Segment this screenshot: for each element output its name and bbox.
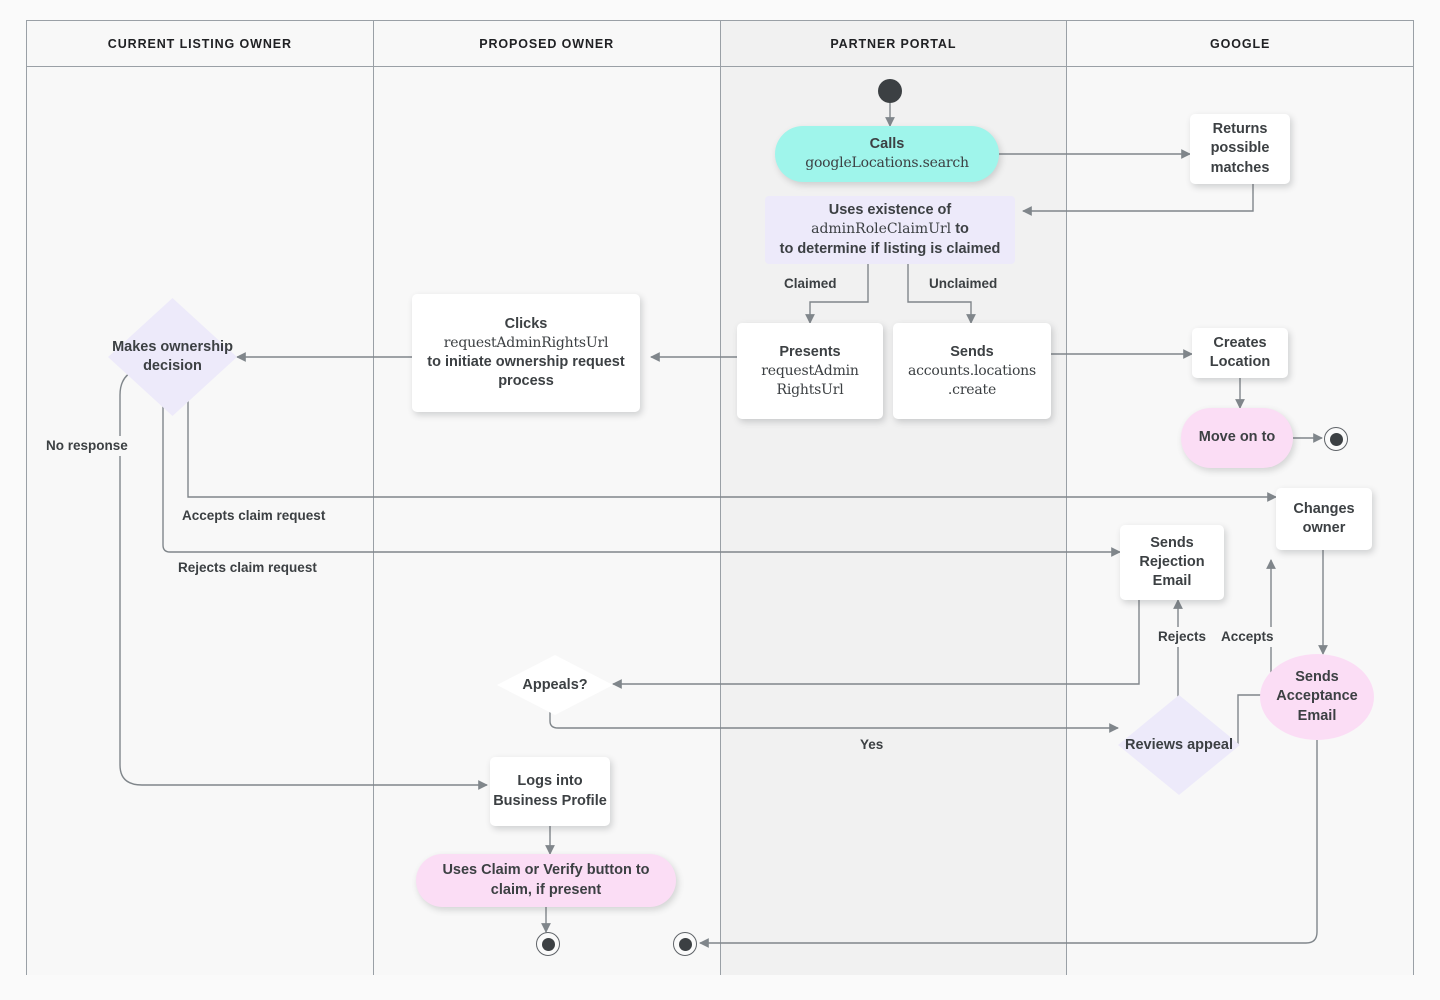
node-line-3: to initiate ownership request process: [427, 353, 625, 389]
end-node-google: [1324, 427, 1348, 451]
swimlane-header-row: CURRENT LISTING OWNER PROPOSED OWNER PAR…: [27, 21, 1413, 67]
node-line-2: requestAdmin: [761, 363, 859, 380]
start-node-partner-portal: [878, 79, 902, 103]
edge-label-rejects-claim-request: Rejects claim request: [174, 558, 321, 578]
lane-header-label: PROPOSED OWNER: [479, 36, 615, 51]
node-uses-claim-or-verify-button[interactable]: Uses Claim or Verify button to claim, if…: [416, 854, 676, 907]
node-line-3: .create: [947, 381, 997, 398]
end-node-partner-portal: [673, 932, 697, 956]
lane-header-current-listing-owner: CURRENT LISTING OWNER: [27, 21, 374, 66]
end-node-inner-dot: [541, 937, 555, 951]
node-sends-acceptance-email[interactable]: Sends Acceptance Email: [1260, 654, 1374, 740]
node-move-on-to[interactable]: Move on to: [1181, 408, 1293, 468]
node-label: Move on to: [1198, 429, 1276, 446]
node-label: Logs into Business Profile: [493, 773, 607, 809]
node-line-1: Presents: [779, 343, 841, 360]
node-returns-possible-matches[interactable]: Returns possible matches: [1190, 114, 1290, 184]
edge-label-accepts: Accepts: [1217, 627, 1278, 647]
node-line-1: Sends: [950, 343, 994, 360]
node-logs-into-business-profile[interactable]: Logs into Business Profile: [490, 757, 610, 826]
node-line-2-suffix: to: [951, 221, 969, 238]
edge-label-unclaimed: Unclaimed: [925, 274, 1002, 294]
node-label: Uses Claim or Verify button to claim, if…: [442, 862, 650, 898]
node-clicks-request-admin-rights-url[interactable]: Clicks requestAdminRightsUrl to initiate…: [412, 294, 640, 412]
node-label: Changes owner: [1293, 500, 1355, 536]
lane-header-label: PARTNER PORTAL: [830, 36, 957, 51]
edge-label-no-response: No response: [42, 436, 128, 456]
lane-header-partner-portal: PARTNER PORTAL: [720, 21, 1068, 66]
node-makes-ownership-decision[interactable]: Makes ownership decision: [108, 298, 237, 416]
node-uses-existence-of-admin-role-claim-url[interactable]: Uses existence of adminRoleClaimUrl to t…: [765, 196, 1015, 264]
end-node-proposed-owner: [536, 932, 560, 956]
node-label: Appeals?: [522, 676, 588, 693]
node-reviews-appeal[interactable]: Reviews appeal: [1118, 695, 1240, 795]
end-node-inner-dot: [678, 937, 692, 951]
lane-header-label: GOOGLE: [1209, 36, 1271, 51]
node-calls-google-locations-search[interactable]: Calls googleLocations.search: [775, 126, 999, 182]
node-line-1: Clicks: [504, 316, 548, 333]
node-sends-rejection-email[interactable]: Sends Rejection Email: [1120, 525, 1224, 600]
lane-header-label: CURRENT LISTING OWNER: [107, 36, 292, 51]
node-line-2: googleLocations.search: [805, 155, 969, 172]
end-node-inner-dot: [1329, 432, 1343, 446]
edge-label-yes: Yes: [856, 735, 888, 755]
node-line-2-mono: adminRoleClaimUrl: [811, 221, 952, 238]
node-line-3: RightsUrl: [776, 381, 844, 398]
node-line-1: Uses existence of: [828, 202, 952, 219]
node-label: Returns possible matches: [1210, 121, 1270, 176]
diamond-shape: [497, 655, 613, 715]
node-label: Sends Acceptance Email: [1276, 669, 1358, 724]
lane-header-google: GOOGLE: [1067, 21, 1413, 66]
node-line-2-wrap: adminRoleClaimUrl to: [811, 220, 969, 239]
node-sends-accounts-locations-create[interactable]: Sends accounts.locations .create: [893, 323, 1051, 419]
node-appeals-decision[interactable]: Appeals?: [497, 655, 613, 715]
node-line-3: to determine if listing is claimed: [779, 240, 1001, 257]
lane-column-proposed-owner: [373, 67, 721, 975]
lane-header-proposed-owner: PROPOSED OWNER: [373, 21, 721, 66]
node-label: Makes ownership decision: [112, 339, 233, 374]
node-line-2: requestAdminRightsUrl: [443, 335, 609, 352]
node-creates-location[interactable]: Creates Location: [1192, 328, 1288, 378]
node-label: Reviews appeal: [1125, 736, 1233, 753]
edge-label-rejects: Rejects: [1154, 627, 1211, 647]
node-line-2: accounts.locations: [908, 363, 1036, 380]
node-label: Sends Rejection Email: [1139, 534, 1205, 590]
node-presents-request-admin-rights-url[interactable]: Presents requestAdmin RightsUrl: [737, 323, 883, 419]
node-line-1: Calls: [869, 136, 905, 153]
node-changes-owner[interactable]: Changes owner: [1276, 488, 1372, 550]
node-label: Creates Location: [1209, 334, 1271, 370]
edge-label-accepts-claim-request: Accepts claim request: [178, 506, 330, 526]
edge-label-claimed: Claimed: [780, 274, 841, 294]
